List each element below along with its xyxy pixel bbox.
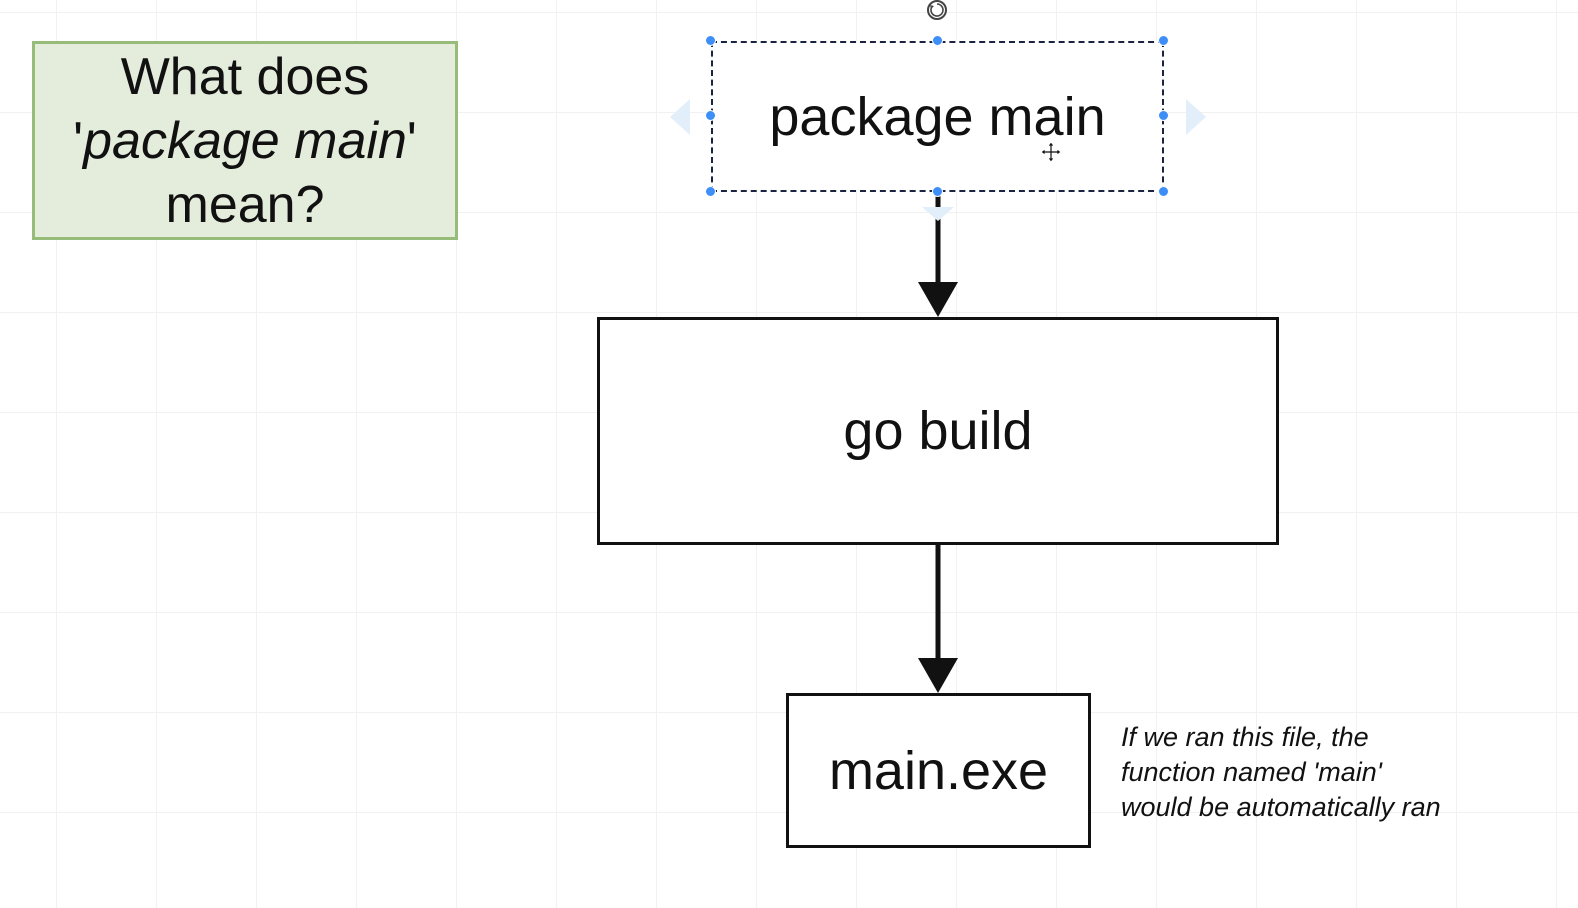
node-main-exe-label: main.exe: [828, 740, 1049, 801]
rotate-icon[interactable]: [925, 0, 949, 22]
resize-handle-top-left[interactable]: [705, 35, 716, 46]
node-go-build[interactable]: go build: [597, 317, 1279, 545]
arrowhead-exe: [918, 658, 958, 693]
resize-handle-top-right[interactable]: [1158, 35, 1169, 46]
question-line-2: 'package main': [73, 109, 417, 173]
resize-handle-top-middle[interactable]: [932, 35, 943, 46]
annotation-line-2: function named 'main': [1121, 757, 1382, 787]
node-go-build-label: go build: [843, 401, 1033, 461]
resize-handle-middle-left[interactable]: [705, 110, 716, 121]
node-main-exe[interactable]: main.exe: [786, 693, 1091, 848]
question-quote-close: ': [406, 111, 417, 170]
resize-handle-middle-right[interactable]: [1158, 110, 1169, 121]
arrowhead-build: [918, 282, 958, 317]
annotation-line-3: would be automatically ran: [1121, 792, 1441, 822]
annotation-line-1: If we ran this file, the: [1121, 722, 1369, 752]
quick-connect-left-arrow[interactable]: [670, 99, 690, 135]
node-package-main[interactable]: package main: [711, 41, 1164, 192]
move-cursor-icon: [1040, 141, 1062, 163]
question-line-1: What does: [120, 47, 370, 106]
annotation-note[interactable]: If we ran this file, the function named …: [1121, 720, 1521, 825]
node-package-main-label: package main: [769, 86, 1106, 147]
resize-handle-bottom-right[interactable]: [1158, 186, 1169, 197]
quick-connect-right-arrow[interactable]: [1186, 99, 1206, 135]
quick-connect-bottom-arrow[interactable]: [922, 207, 954, 221]
question-quote-open: ': [73, 111, 84, 170]
question-keyword: package main: [83, 111, 407, 170]
resize-handle-bottom-middle[interactable]: [932, 186, 943, 197]
question-box[interactable]: What does 'package main' mean?: [32, 41, 458, 240]
question-line-3: mean?: [165, 175, 325, 234]
resize-handle-bottom-left[interactable]: [705, 186, 716, 197]
